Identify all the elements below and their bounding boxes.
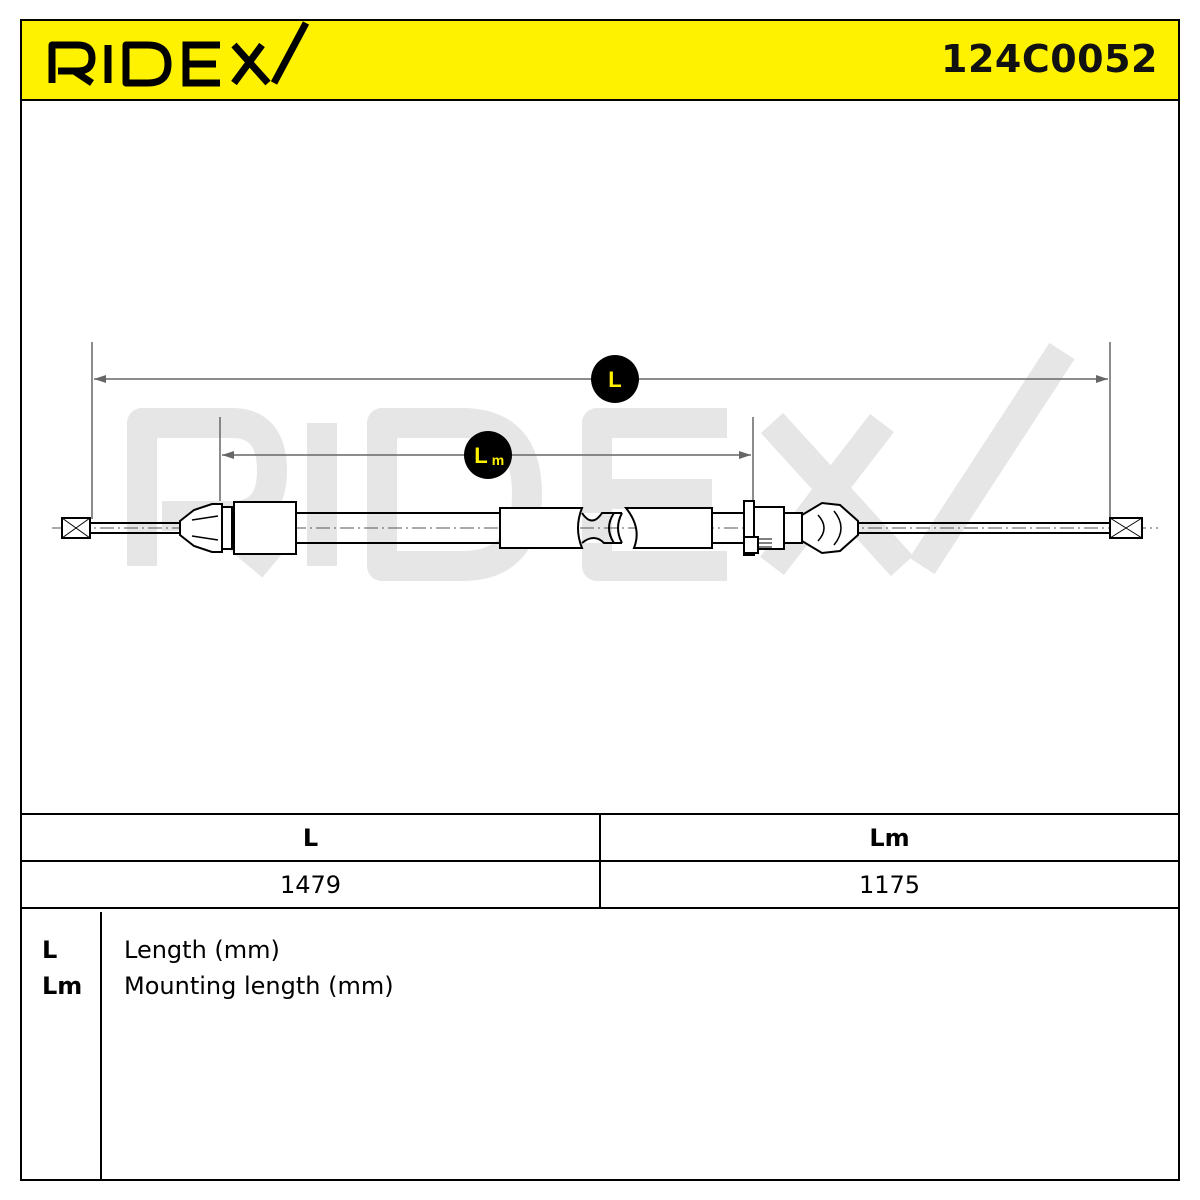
header-bar: 124C0052	[22, 21, 1178, 101]
value-cell-l: 1479	[22, 860, 600, 909]
product-sheet: 124C0052	[20, 19, 1180, 1181]
legend-descriptions-column: Length (mm) Mounting length (mm)	[124, 912, 394, 1004]
value-cell-lm: 1175	[599, 860, 1178, 909]
legend-description-lm: Mounting length (mm)	[124, 972, 394, 1000]
legend-key-l: L	[42, 936, 58, 964]
dimensions-value-row: 1479 1175	[22, 860, 1178, 909]
lm-marker-label-main: L	[474, 443, 487, 468]
l-marker-label: L	[608, 367, 621, 392]
legend-key-lm: Lm	[42, 972, 83, 1000]
lm-marker-label-sub: m	[492, 452, 504, 468]
legend-description-l: Length (mm)	[124, 936, 280, 964]
header-cell-lm: Lm	[599, 813, 1178, 861]
technical-drawing: L L m	[22, 101, 1178, 814]
dimensions-header-row: L Lm	[22, 813, 1178, 861]
header-cell-l: L	[22, 813, 600, 861]
cable-drawing	[61, 500, 1143, 556]
lm-dimension-marker: L m	[464, 431, 512, 479]
dimensions-table: L Lm 1479 1175	[22, 813, 1178, 909]
legend-keys-column: L Lm	[22, 912, 102, 1179]
legend: L Lm Length (mm) Mounting length (mm)	[22, 912, 1178, 1179]
ridex-logo	[48, 21, 310, 87]
part-number: 124C0052	[941, 37, 1158, 81]
l-dimension-marker: L	[591, 355, 639, 403]
